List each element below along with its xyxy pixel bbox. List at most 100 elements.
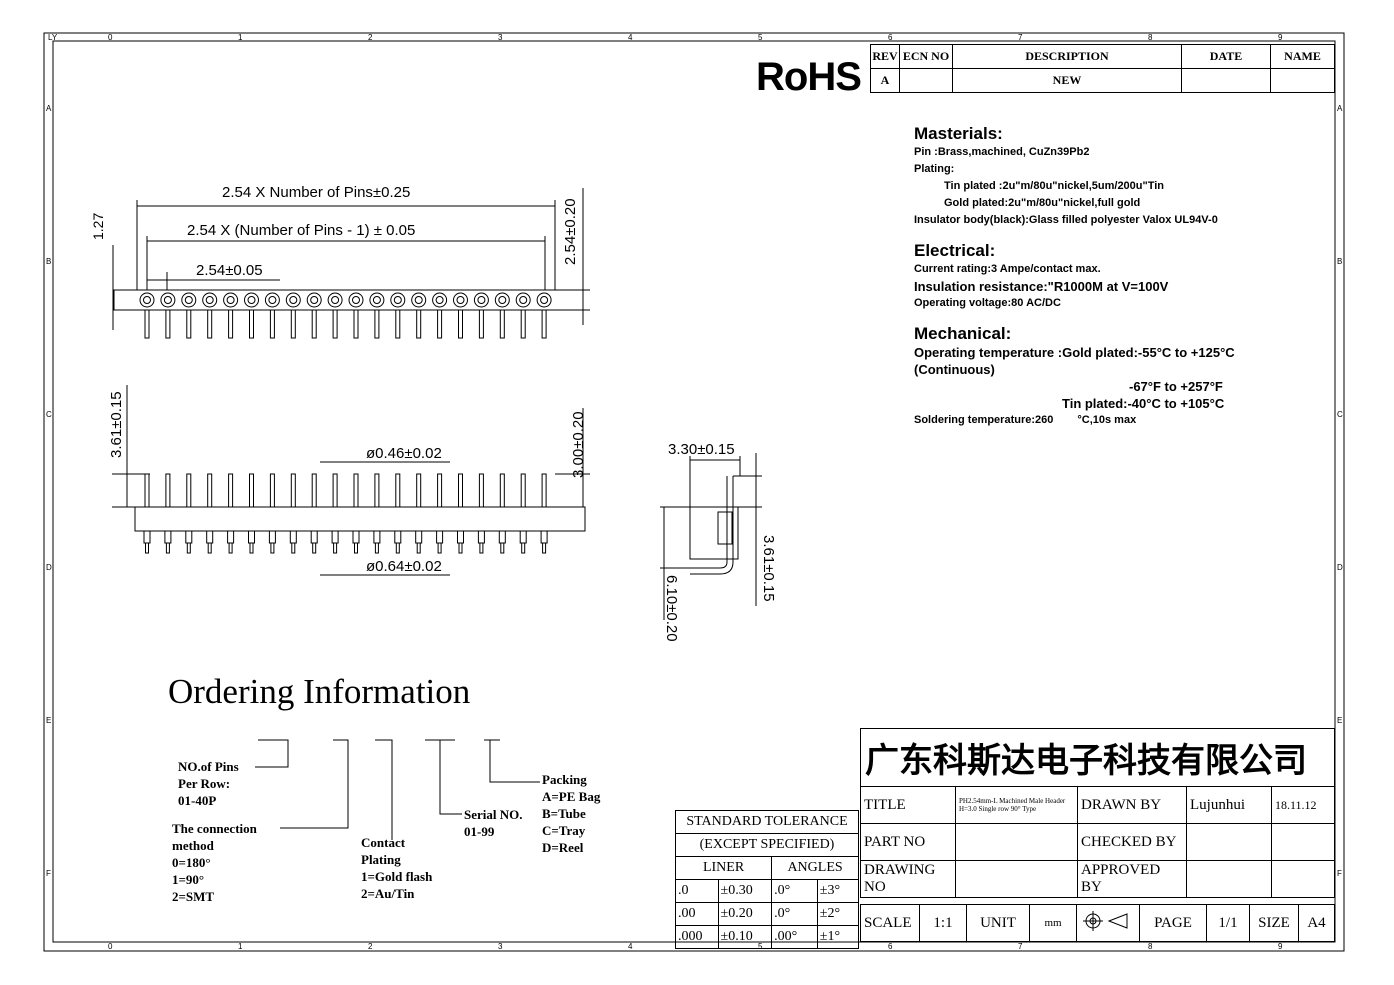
pin-sleeve [206,530,214,544]
zone-label: E [1337,716,1343,725]
company-cell: 广东科斯达电子科技有限公司 [860,728,1335,786]
size-label: SIZE [1249,904,1299,942]
title-value: PH2.54mm-L Machined Male Header H=3.0 Si… [955,786,1078,824]
top-view [112,188,590,339]
pin-upper [144,473,150,508]
pin-tip [542,542,547,554]
pin-tip [354,542,358,554]
zone-label: B [46,257,52,266]
revision-row: A NEW [870,68,1335,93]
zone-label: 4 [628,942,633,951]
electrical-title: Electrical: [914,241,996,260]
ecn-header: ECN NO [899,44,953,69]
zone-label: F [46,869,51,878]
pin-tail [395,309,401,339]
tolerance-title: STANDARD TOLERANCE [675,810,859,834]
pin-upper [499,473,505,508]
pin-hole [473,292,489,308]
zone-label: 6 [888,942,893,951]
pin-hole [348,292,364,308]
tolerance-row: .00±0.20 .0°±2° [675,902,860,926]
zone-label: F [1337,869,1342,878]
zone-label: C [46,410,52,419]
pin-tail [520,309,526,339]
mechanical-line: Tin plated:-40°C to +105°C [1062,396,1225,411]
pin-hole-inner [519,296,528,304]
mechanical-line: -67°F to +257°F [1129,379,1223,394]
tolerance-row: .000±0.10 .00°±1° [675,925,860,949]
mechanical-line: (Continuous) [914,362,995,377]
pin-sleeve [331,530,339,544]
pin-hole-inner [477,296,486,304]
pin-sleeve [185,530,193,544]
zone-label: 9 [1278,942,1283,951]
zone-label: 1 [238,942,243,951]
pin-upper [458,473,463,508]
description-header: DESCRIPTION [952,44,1182,69]
zone-label: 2 [368,33,373,42]
pin-upper [249,473,254,508]
materials-line: Tin plated :2u"m/80u"nickel,5um/200u"Tin [944,180,1165,192]
pin-tip [458,542,463,554]
pin-sleeve [352,530,360,544]
zone-label: B [1337,257,1343,266]
pin-diameter-label: ø0.46±0.02 [366,445,442,462]
pin-tail [374,309,380,339]
zone-label: D [1337,563,1343,572]
size-value: A4 [1298,904,1335,942]
ecn-value [899,68,953,93]
pin-tip [249,542,254,554]
pin-upper [311,473,317,508]
ordering-leaders [255,739,540,840]
zone-label: 3 [498,942,503,951]
pin-hole [139,292,155,308]
pin-tail [541,309,547,339]
unit-label: UNIT [966,904,1030,942]
pin-hole [369,292,385,308]
pin-hole-inner [310,296,319,304]
pin-hole-inner [498,296,507,304]
pin-upper [416,473,422,508]
scale-label: SCALE [860,904,920,942]
pin-tip [500,542,505,554]
pin-upper [353,473,359,508]
pin-tail [437,309,443,339]
pin-hole-inner [456,296,465,304]
rev-header: REV [870,44,900,69]
drawn-value: Lujunhui [1186,786,1272,824]
pin-upper [395,473,401,508]
ordering-packing: Packing A=PE Bag B=Tube C=Tray D=Reel [542,772,601,855]
pin-sleeve [227,530,235,544]
revision-header-row: REV ECN NO DESCRIPTION DATE NAME [870,44,1335,69]
date-header: DATE [1181,44,1271,69]
zone-label: 2 [368,942,373,951]
drawn-date: 18.11.12 [1271,786,1335,824]
specifications: Masterials: Pin :Brass,machined, CuZn39P… [914,124,1235,429]
pin-hole [390,292,406,308]
zone-label: A [46,104,52,113]
pin-hole-inner [331,296,340,304]
pin-upper [374,473,380,508]
front-view-pins [143,473,548,554]
pin-hole-inner [393,296,402,304]
pin-hole [327,292,343,308]
checked-value [1186,823,1272,861]
pin-tip [270,542,275,554]
pin-tip [521,542,526,554]
materials-line: Insulator body(black):Glass filled polye… [914,214,1218,226]
pin-hole [536,292,552,308]
mechanical-line: Operating temperature :Gold plated:-55°C… [914,345,1235,360]
width-label: 2.54±0.20 [562,198,579,265]
pin-upper [186,473,192,508]
title-block: TITLE PH2.54mm-L Machined Male Header H=… [860,786,1335,898]
mechanical-line: Soldering temperature:260°C,10s max [914,414,1137,426]
pin-upper [228,473,234,508]
pin-tip [312,542,317,554]
pin-sleeve [164,530,172,544]
projection-icon [1083,910,1128,931]
pin-upper [541,473,547,508]
tolerance-row: .0±0.30 .0°±3° [675,879,860,903]
zone-label: A [1337,104,1343,113]
